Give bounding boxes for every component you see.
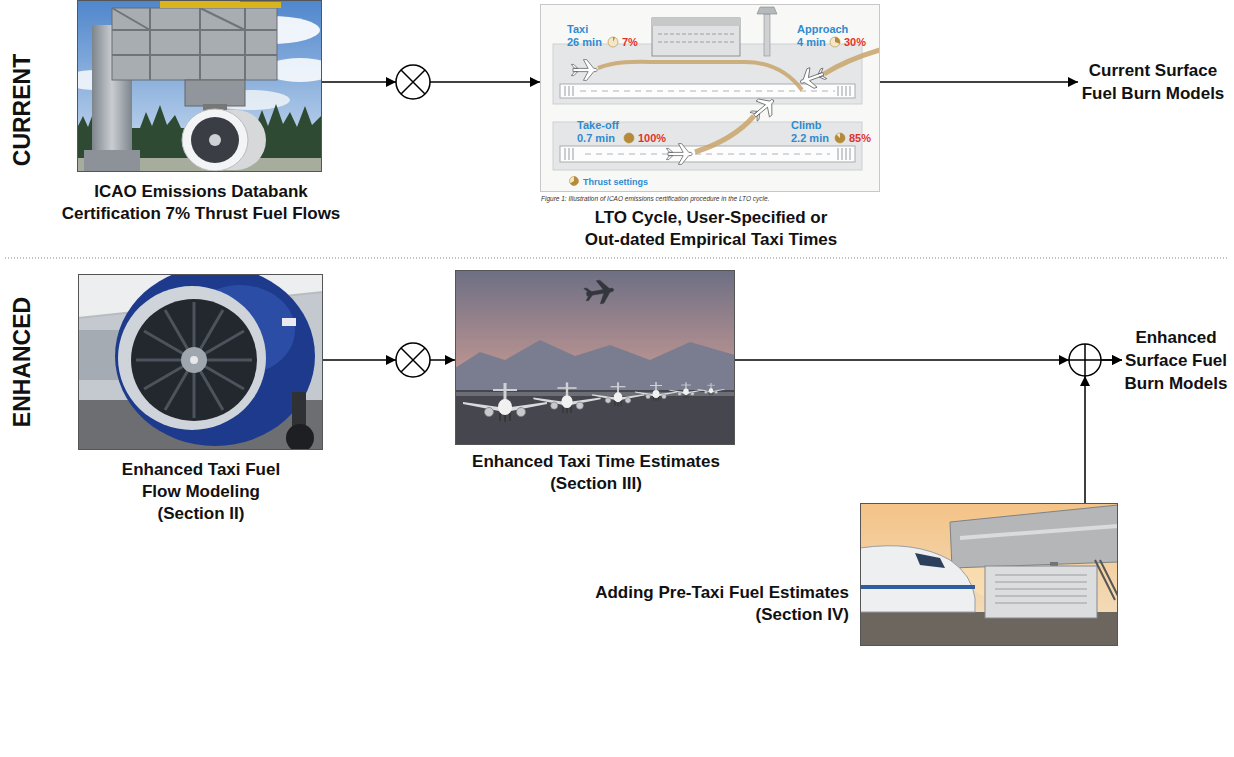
flow-arrow [1085,360,1122,503]
figure-box: Taxi26 min 7% Approach4 min 30% Take-off0.7 … [540,4,880,192]
row-label: ENHANCED [9,297,35,427]
multiply-symbol [386,343,430,377]
separator-line [5,258,1229,259]
flow-arrow [322,81,540,83]
figure-label: Climb [791,119,822,132]
gate-photo [860,503,1118,646]
output-label: Current Surface Fuel Burn Models [1078,59,1228,105]
figure-label: 100% [638,132,666,145]
engine-nacelle-photo [78,274,323,450]
figure-label: 0.7 min [577,132,615,145]
photo-box: Enhanced Taxi Time Estimates (Section II… [455,270,735,445]
sum-symbol [1059,344,1101,386]
engine-test-stand-photo [77,0,322,172]
caption-text: Enhanced Taxi Time Estimates (Section II… [455,451,737,495]
caption-text: ICAO Emissions Databank Certification 7%… [56,181,346,225]
output-text: Enhanced Surface Fuel Burn Models [1122,326,1230,395]
caption-text: Adding Pre-Taxi Fuel Estimates (Section … [567,582,849,626]
flow-arrow [880,81,1078,83]
taxi-queue-photo [455,270,735,445]
row-label: CURRENT [9,54,35,166]
photo-box: Enhanced Taxi Fuel Flow Modeling (Sectio… [78,274,323,450]
lto-cycle-figure [540,4,880,192]
multiply-symbol [386,65,430,99]
photo-box: Adding Pre-Taxi Fuel Estimates (Section … [860,503,1118,646]
caption-text: Enhanced Taxi Fuel Flow Modeling (Sectio… [111,459,291,525]
figure-label: 26 min [567,36,602,49]
figure-label: 30% [844,36,866,49]
figure-label: 85% [849,132,871,145]
figure-label: 4 min [797,36,826,49]
figure-label: 2.2 min [791,132,829,145]
legend-note: Thrust settings [583,177,648,188]
output-label: Enhanced Surface Fuel Burn Models [1122,326,1230,395]
figure-label: 7% [622,36,638,49]
caption-text: LTO Cycle, User-Specified or Out-dated E… [580,207,842,251]
figure-label: Taxi [567,23,588,36]
figure-caption: Figure 1: Illustration of ICAO emissions… [541,195,769,203]
figure-label: Approach [797,23,848,36]
output-text: Current Surface Fuel Burn Models [1078,59,1228,105]
photo-box: ICAO Emissions Databank Certification 7%… [77,0,322,172]
figure-label: Take-off [577,119,619,132]
